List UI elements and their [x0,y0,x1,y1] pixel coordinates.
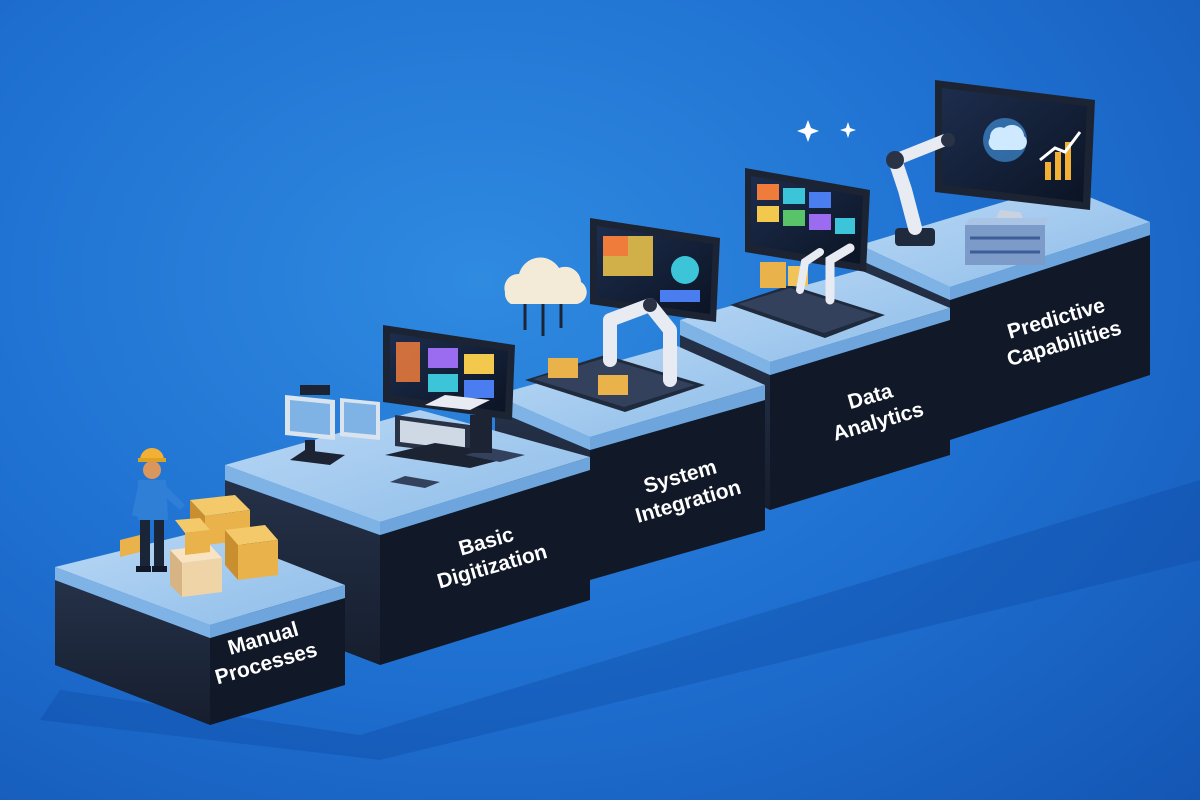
computer-monitor-icon [383,325,515,420]
step2-top-edge-side [380,457,590,535]
ai-monitor-icon [935,80,1095,232]
step-basic-digitization: Basic Digitization [225,325,590,665]
step4-top-edge-side [770,308,950,375]
cardboard-boxes-icon [120,495,278,597]
sparkle-icon [797,120,819,142]
conveyor-machine-icon [730,243,885,338]
step5-top-edge-front [860,245,950,300]
cloud-icon [504,257,587,336]
step1-front [55,580,210,725]
cardboard-box-icon [760,262,786,288]
server-stack-icon [965,218,1050,265]
step5-top-edge-side [950,222,1150,300]
step4-top-edge-front [680,320,770,375]
robotic-arm-icon [886,133,955,246]
step3-top-edge-front [495,395,590,450]
step4-side [770,320,950,510]
terminal-monitor-icon [285,385,345,465]
analytics-dashboard-monitor [745,168,870,272]
step2-top [225,410,590,522]
cardboard-box-icon [548,358,578,378]
step3-top-edge-side [590,385,765,450]
robotic-cell-icon [525,298,705,412]
step3-side [590,400,765,580]
cloud-brain-icon [988,124,1027,150]
step1-top-edge-front [55,567,210,638]
terminal-monitor-icon [340,398,380,440]
integration-dashboard-monitor [590,218,720,322]
step-manual-processes: Manual Processes [55,448,345,725]
printer-icon [425,395,490,410]
desktop-computer-icon [385,395,525,488]
worker-figure [132,448,185,572]
robotic-arm-icon [825,243,855,305]
rising-chart-icon [1045,162,1051,180]
step2-top-edge-front [225,465,380,535]
staircase-shadow [40,480,1200,760]
step1-side [210,598,345,725]
keyboard-icon [390,476,440,488]
step5-side [950,235,1150,440]
sparkle-icon [840,122,856,138]
hard-hat-icon [140,448,164,460]
step1-top-edge-side [210,585,345,638]
